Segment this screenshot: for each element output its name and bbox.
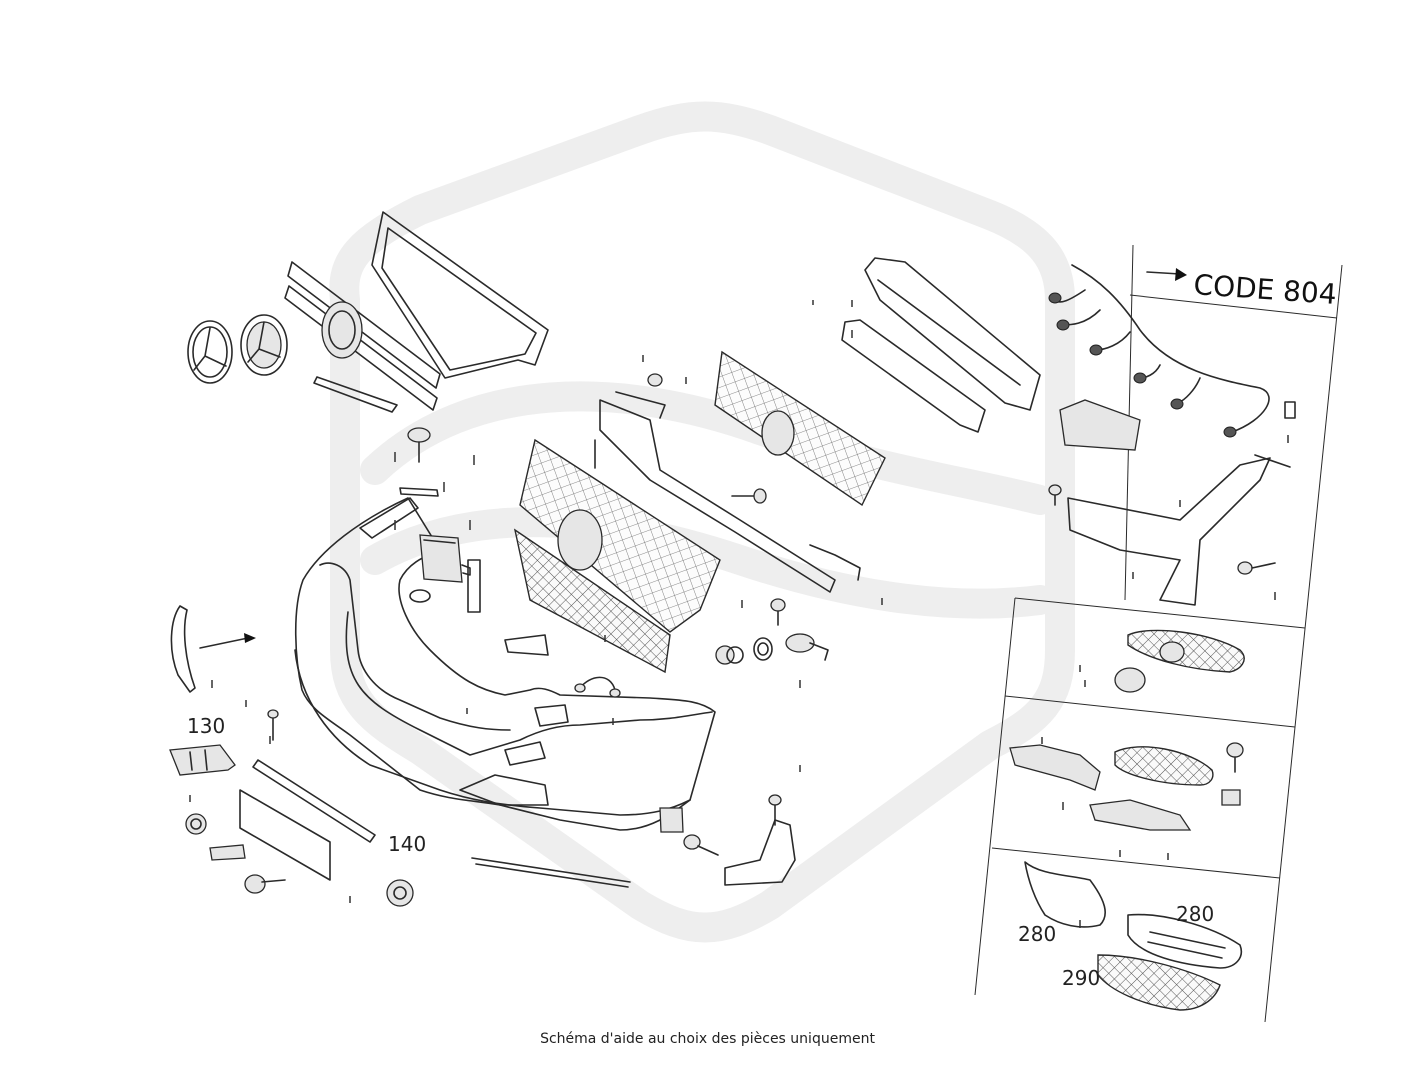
parking-sensor-ring <box>753 637 773 661</box>
screw-right <box>1048 484 1062 506</box>
camera-mount <box>534 704 569 727</box>
label-280-right: 280 <box>1176 902 1214 926</box>
diagram-caption: Schéma d'aide au choix des pièces unique… <box>540 1031 875 1047</box>
star-emblem <box>187 320 233 384</box>
screw-right-lower <box>1237 561 1276 575</box>
code-804-label: CODE 804 <box>1146 268 1338 311</box>
grille-bars <box>284 261 441 411</box>
star-emblem-badge <box>240 314 288 376</box>
part-280-grille <box>1127 913 1242 969</box>
part-290-mesh <box>1097 954 1221 1011</box>
part-280-trim <box>1024 861 1106 928</box>
reference-ticks <box>189 300 1289 928</box>
grille-molding <box>313 376 398 413</box>
lower-trim-strip <box>471 857 631 888</box>
foam-absorber <box>841 319 986 433</box>
bolt-flange <box>683 834 719 856</box>
screw-lower <box>770 598 786 626</box>
bracket-strip <box>467 559 481 613</box>
lattice-grille <box>714 350 886 507</box>
grille-screw <box>407 427 431 463</box>
wiring-harness <box>1048 264 1270 438</box>
fog-grille-variant-a <box>1127 629 1245 673</box>
parking-sensor-2 <box>785 633 829 661</box>
fog-grille-variant-b <box>1114 746 1214 786</box>
fog-lamp-bracket <box>1059 399 1141 451</box>
option-panel-frame <box>974 244 1343 1023</box>
screw-panel2 <box>1226 742 1244 773</box>
part-140-strip <box>252 759 376 843</box>
sensor-wire <box>574 676 621 698</box>
parking-sensor-1 <box>715 645 744 665</box>
part-130-bracket <box>169 744 236 776</box>
shield-logo-icon <box>329 101 1075 943</box>
radar-module <box>419 534 471 583</box>
main-mesh-grille <box>513 438 721 674</box>
grille-badge-plate <box>504 634 549 656</box>
bumper-mount-bracket <box>724 819 796 886</box>
part-140-license-plate <box>239 789 331 881</box>
bumper-support-bracket <box>1067 454 1291 606</box>
grille-clip <box>399 487 439 497</box>
label-140: 140 <box>388 832 426 856</box>
fog-lamp-round <box>1114 667 1146 693</box>
bolt-left <box>244 874 286 894</box>
push-clip <box>1284 401 1296 419</box>
side-trim <box>170 605 256 693</box>
label-290: 290 <box>1062 966 1100 990</box>
bumper-upper-bracket <box>359 497 419 539</box>
bolt-bottom <box>386 879 414 907</box>
screw-130 <box>267 709 279 741</box>
clip-nut <box>659 807 684 833</box>
grille-support-bar <box>599 373 861 593</box>
upper-grille-frame <box>371 211 549 379</box>
drl-lamp <box>1089 799 1192 831</box>
label-280-left: 280 <box>1018 922 1056 946</box>
clip-panel2 <box>1221 789 1241 806</box>
led-molding <box>1009 744 1101 791</box>
screw-mid <box>731 488 767 504</box>
grommet <box>185 813 207 835</box>
impact-absorber <box>864 257 1041 411</box>
clip-small <box>209 844 246 861</box>
label-130: 130 <box>187 714 225 738</box>
